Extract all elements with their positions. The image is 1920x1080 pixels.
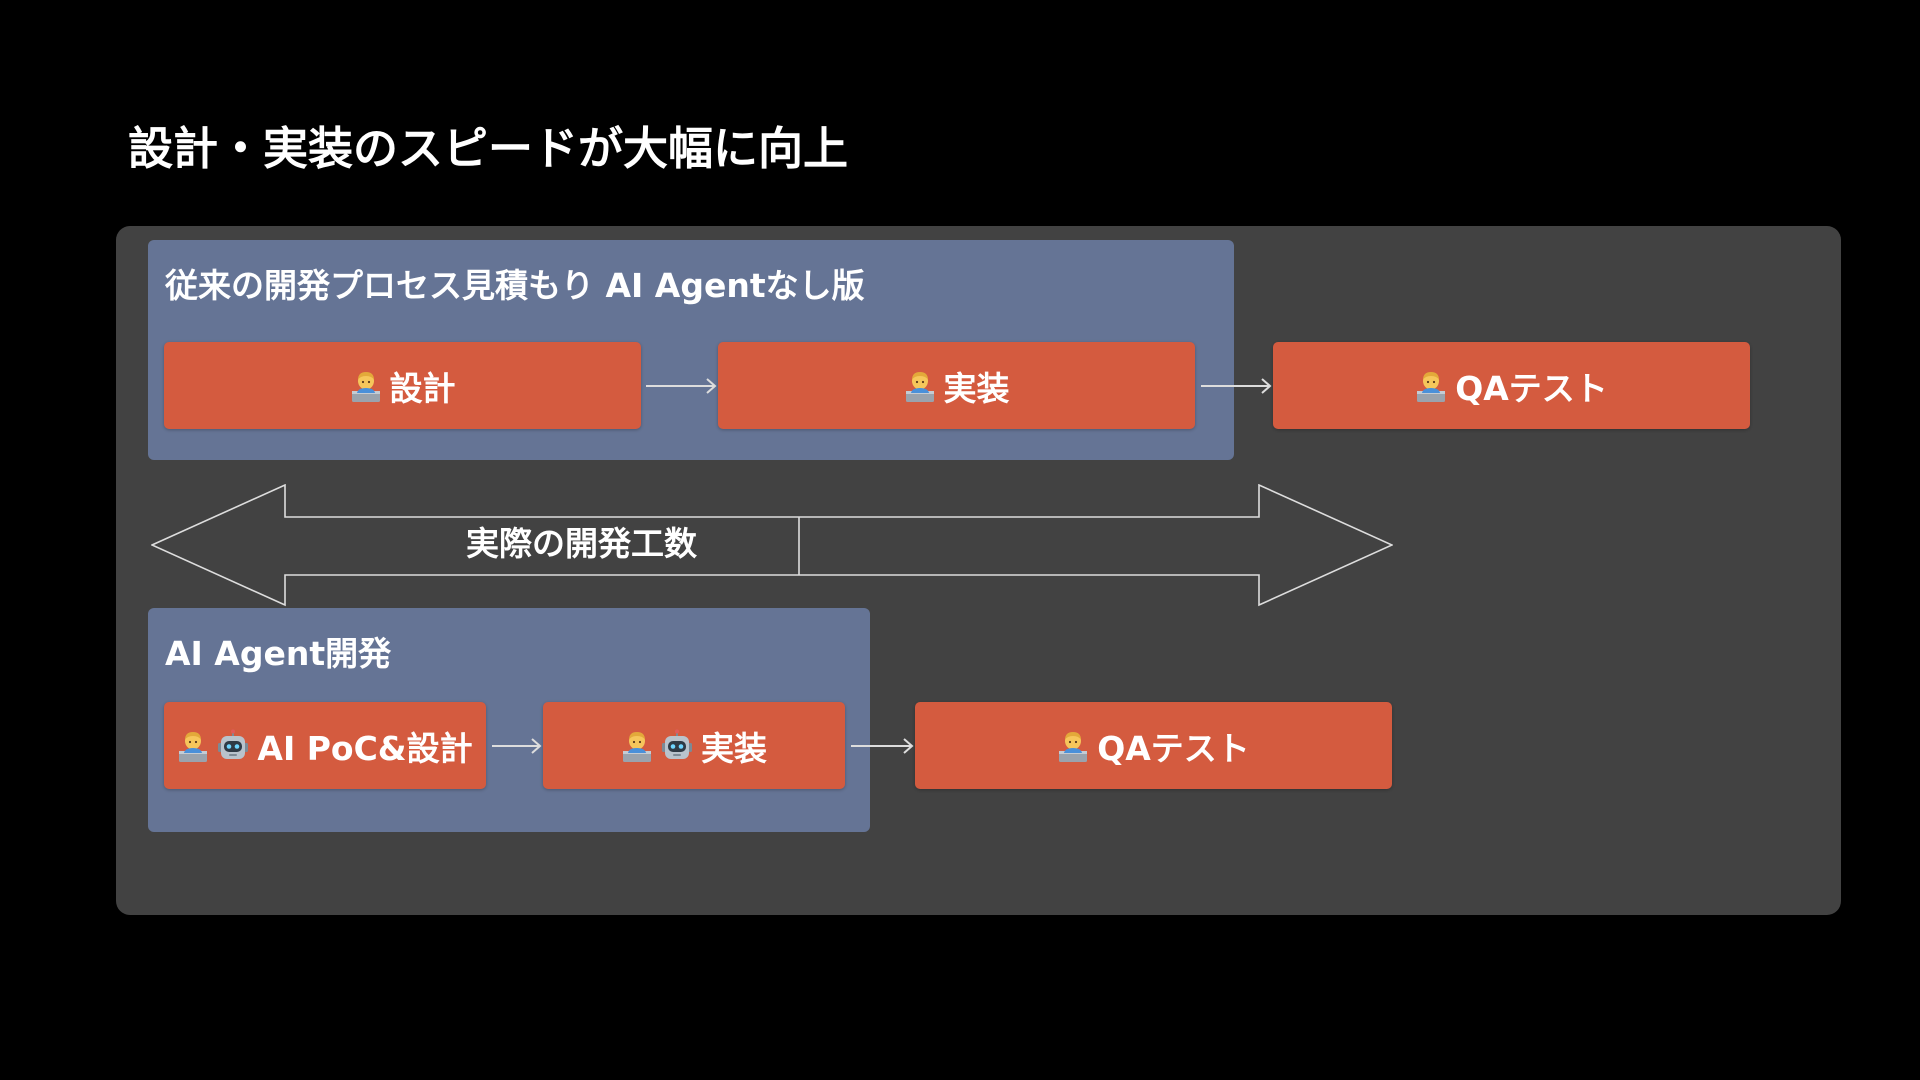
traditional-process-label: 従来の開発プロセス見積もり AI Agentなし版 (165, 266, 865, 305)
step-label: AI PoC&設計 (257, 728, 473, 768)
technologist-icon (904, 369, 936, 403)
effort-label: 実際の開発工数 (466, 524, 697, 563)
traditional-step-qa: QAテスト (1273, 342, 1750, 429)
flow-arrow (490, 736, 543, 756)
technologist-icon (177, 729, 209, 763)
ai-agent-step-qa: QAテスト (915, 702, 1392, 789)
step-label: 実装 (701, 728, 767, 768)
flow-arrow (1199, 376, 1273, 396)
flow-arrow (849, 736, 915, 756)
ai-agent-step-implementation: 実装 (543, 702, 845, 789)
step-label: 設計 (389, 368, 456, 408)
effort-double-arrow (151, 484, 1393, 610)
step-label: QAテスト (1455, 368, 1608, 408)
diagram-canvas: 従来の開発プロセス見積もり AI Agentなし版 設計 実装 QAテスト AI… (116, 226, 1841, 915)
technologist-icon (350, 369, 382, 403)
flow-arrow (644, 376, 718, 396)
step-label: 実装 (943, 368, 1010, 408)
robot-icon (217, 729, 249, 763)
step-label: QAテスト (1097, 728, 1250, 768)
ai-agent-step-poc-design: AI PoC&設計 (164, 702, 486, 789)
ai-agent-process-label: AI Agent開発 (165, 634, 392, 673)
robot-icon (661, 729, 693, 763)
technologist-icon (1415, 369, 1447, 403)
technologist-icon (1057, 729, 1089, 763)
traditional-step-implementation: 実装 (718, 342, 1195, 429)
slide-title: 設計・実装のスピードが大幅に向上 (128, 122, 849, 175)
traditional-step-design: 設計 (164, 342, 641, 429)
technologist-icon (621, 729, 653, 763)
